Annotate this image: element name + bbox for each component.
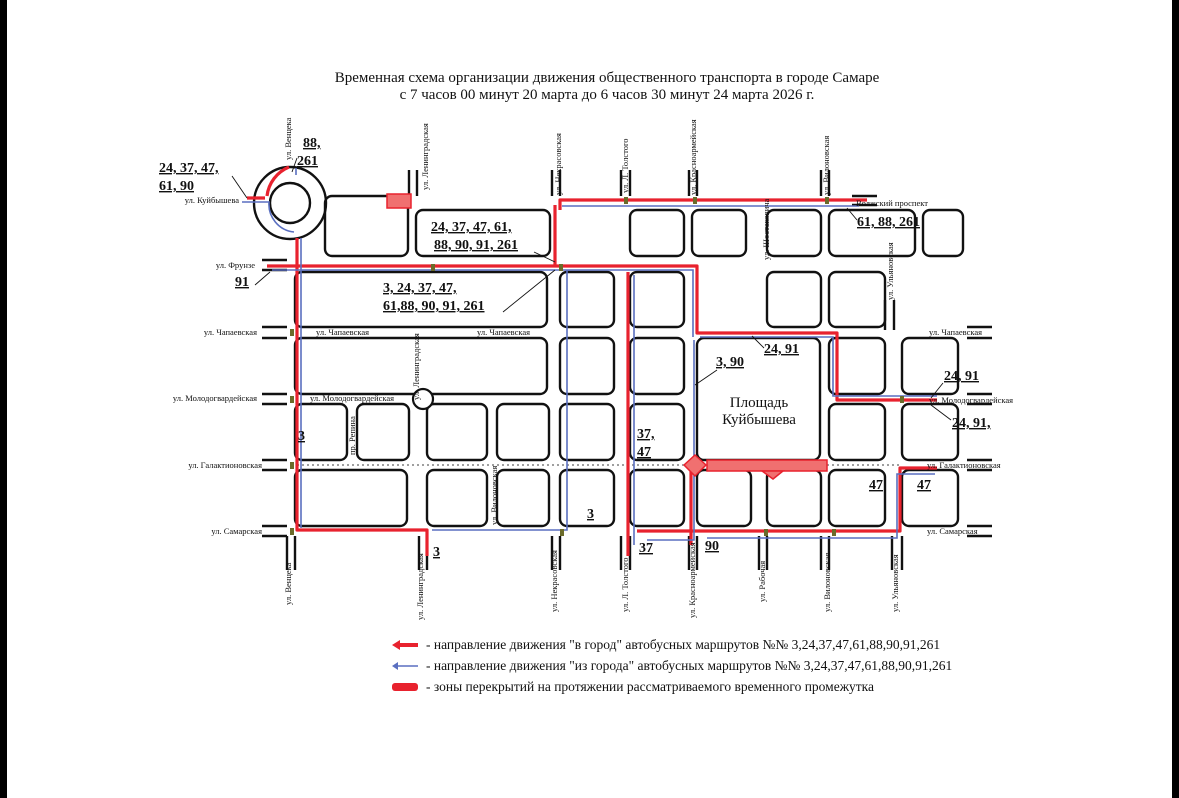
street-vilonovskaya-top: ул. Вилоновская [821,136,831,195]
route-number-labels: 24, 37, 47, 61, 90 88, 261 24, 37, 47, 6… [159,136,991,560]
route-label: 88, 90, 91, 261 [434,238,518,253]
street-ulyanovskaya-bottom: ул. Ульяновская [890,554,900,612]
street-chapaevskaya-right: ул. Чапаевская [929,327,982,337]
route-label: 37, [637,427,655,442]
route-label: 61, 90 [159,179,194,194]
street-krasnoarmeiskaya-bottom: ул. Красноармейская [687,542,697,618]
route-label: 24, 91 [944,369,979,384]
route-label: 47 [637,445,651,460]
transport-scheme-map: ул. Куйбышева ул. Фрунзе ул. Чапаевская … [159,117,1013,620]
street-krasnoarmeiskaya-top: ул. Красноармейская [688,119,698,195]
street-repina: пр. Репина [347,416,357,455]
route-label: 24, 37, 47, 61, [431,220,512,235]
street-labels: ул. Куйбышева ул. Фрунзе ул. Чапаевская … [173,117,1013,620]
street-vilonovskaya-mid: ул. Вилоновская [489,466,499,525]
legend-outbound-arrow-icon [390,660,420,672]
route-label: 24, 91, [952,416,991,431]
label-leader-lines [231,157,952,421]
route-label: 3, 90 [716,355,744,370]
route-label: 3, 24, 37, 47, [383,281,457,296]
route-label: 91 [235,275,249,290]
route-label: 47 [917,478,931,493]
street-samarskaya-left: ул. Самарская [211,526,262,536]
street-vilonovskaya-bottom: ул. Вилоновская [822,553,832,612]
route-label: 61,88, 90, 91, 261 [383,299,485,314]
street-molodogvardeiskaya-right: ул. Молодогвардейская [929,395,1013,405]
street-samarskaya-right: ул. Самарская [927,526,978,536]
street-chapaevskaya-mid: ул. Чапаевская [316,327,369,337]
route-label: 3 [433,545,440,560]
square-label-line-1: Площадь [730,395,789,411]
route-label: 90 [705,539,719,554]
legend-row-closure: - зоны перекрытий на протяжении рассматр… [390,676,952,697]
street-molodogvardeiskaya-mid: ул. Молодогвардейская [310,393,394,403]
square-label-line-2: Куйбышева [722,412,796,428]
route-label: 24, 91 [764,342,799,357]
route-lines-inbound [247,165,937,556]
street-chapaevskaya-left: ул. Чапаевская [204,327,257,337]
legend-inbound-text: - направление движения "в город" автобус… [426,636,941,652]
street-frunze-left: ул. Фрунзе [216,260,255,270]
roundabout [252,165,328,241]
map-title-line-1: Временная схема организации движения общ… [334,70,880,86]
street-shostakovicha: ул. Шостаковича [761,198,771,260]
route-label: 37 [639,541,653,556]
street-venceka-bottom: ул. Венцека [283,562,293,605]
route-label: 3 [587,507,594,522]
map-legend: - направление движения "в город" автобус… [390,634,952,697]
route-label: 88, [303,136,321,151]
legend-closure-text: - зоны перекрытий на протяжении рассматр… [426,678,875,694]
route-lines-outbound [242,168,937,545]
street-leningradskaya-mid: ул. Ленинградская [411,333,421,400]
map-title: Временная схема организации движения общ… [207,70,1007,104]
road-stubs [262,170,992,570]
map-sheet: Временная схема организации движения общ… [7,0,1172,798]
street-ulyanovskaya-top: ул. Ульяновская [885,242,895,300]
route-label: 24, 37, 47, [159,161,219,176]
street-venceka-top: ул. Венцека [283,117,293,160]
route-label: 47 [869,478,883,493]
city-blocks [293,194,965,528]
route-label: 261 [297,154,318,169]
street-molodogvardeiskaya-left: ул. Молодогвардейская [173,393,257,403]
legend-closure-zone-icon [390,681,420,693]
legend-row-outbound: - направление движения "из города" автоб… [390,655,952,676]
closure-zones [386,193,828,480]
street-chapaevskaya-center: ул. Чапаевская [477,327,530,337]
street-leningradskaya-bottom: ул. Ленинградская [415,553,425,620]
street-tolstogo-top: ул. Л. Толстого [620,139,630,193]
street-rabochaya: ул. Рабочая [757,561,767,602]
street-volzhsky: Волжский проспект [856,198,928,208]
street-nekrasovskaya-top: ул. Некрасовская [553,133,563,195]
street-leningradskaya-top: ул. Ленинградская [420,123,430,190]
route-label: 3 [298,429,305,444]
legend-row-inbound: - направление движения "в город" автобус… [390,634,952,655]
route-label: 61, 88, 261 [857,215,920,230]
street-kuibysheva: ул. Куйбышева [185,195,239,205]
legend-outbound-text: - направление движения "из города" автоб… [426,657,953,673]
signal-marks [290,197,904,536]
small-roundabout [411,387,435,411]
square-label: Площадь Куйбышева [722,395,796,428]
map-title-line-2: с 7 часов 00 минут 20 марта до 6 часов 3… [399,87,815,103]
street-tolstogo-bottom: ул. Л. Толстого [620,558,630,612]
legend-inbound-arrow-icon [390,639,420,651]
street-galaktionovskaya-right: ул. Галактионовская [927,460,1001,470]
street-galaktionovskaya-left: ул. Галактионовская [188,460,262,470]
street-nekrasovskaya-bottom: ул. Некрасовская [549,550,559,612]
